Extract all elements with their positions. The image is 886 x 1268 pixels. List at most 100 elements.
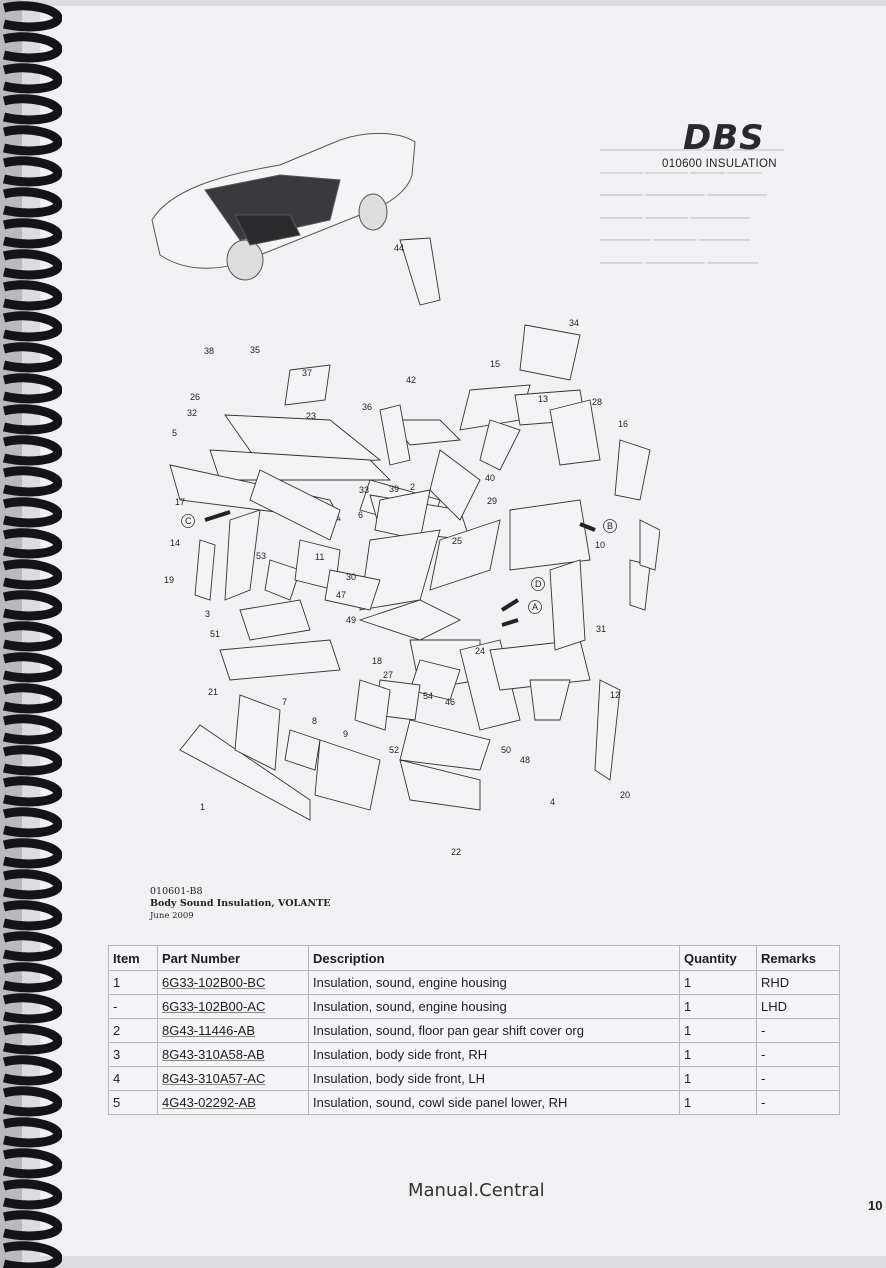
- callout-label: 4: [550, 797, 555, 807]
- quantity-cell: 1: [679, 1066, 757, 1091]
- binding-coil: [2, 869, 62, 900]
- insulation-part-outline: [379, 404, 411, 466]
- callout-label: 48: [520, 755, 530, 765]
- insulation-part-outline: [429, 449, 481, 521]
- remarks-cell: -: [756, 1018, 840, 1043]
- binding-coil: [2, 993, 62, 1024]
- insulation-part-outline: [324, 569, 381, 611]
- insulation-part-outline: [234, 694, 281, 771]
- binding-coil: [2, 1210, 62, 1241]
- binding-coil: [2, 32, 62, 63]
- insulation-part-outline: [209, 449, 392, 481]
- insulation-part-outline: [249, 469, 341, 541]
- description-cell: Insulation, sound, engine housing: [308, 994, 680, 1019]
- part-number-cell[interactable]: 8G43-11446-AB: [157, 1018, 309, 1043]
- description-cell: Insulation, sound, engine housing: [308, 970, 680, 995]
- callout-label: 53: [256, 551, 266, 561]
- callout-label: 18: [372, 656, 382, 666]
- callout-label: 11: [315, 552, 324, 562]
- col-part-number: Part Number: [157, 945, 309, 971]
- part-number-cell[interactable]: 4G43-02292-AB: [157, 1090, 309, 1115]
- callout-label: 21: [208, 687, 218, 697]
- remarks-cell: -: [756, 1042, 840, 1067]
- part-number-cell[interactable]: 8G43-310A57-AC: [157, 1066, 309, 1091]
- binding-coil: [2, 1024, 62, 1055]
- reverse-side-show-through: ▁▁▁▁▁▁▁▁▁▁▁▁ ▁▁▁ ▁▁▁▁▁▁▁▁▁▁▁ ▁▁▁▁▁ ▁▁▁▁ …: [600, 139, 784, 264]
- binding-coil: [2, 931, 62, 962]
- insulation-part-outline: [399, 759, 481, 811]
- insulation-part-outline: [529, 679, 571, 721]
- remarks-cell: RHD: [756, 970, 840, 995]
- callout-label: 13: [538, 394, 548, 404]
- callout-label: 34: [569, 318, 579, 328]
- callout-label: 9: [343, 729, 348, 739]
- binding-coil: [2, 962, 62, 993]
- callout-circle: [528, 600, 542, 614]
- remarks-cell: -: [756, 1090, 840, 1115]
- callout-label: 19: [164, 575, 174, 585]
- insulation-part-outline: [509, 499, 591, 571]
- table-header-row: Item Part Number Description Quantity Re…: [108, 945, 840, 971]
- binding-coil: [2, 1086, 62, 1117]
- callout-label: 35: [250, 345, 260, 355]
- item-cell: 1: [108, 970, 158, 995]
- insulation-part-outline: [179, 724, 311, 821]
- insulation-part-outline: [284, 364, 331, 406]
- figure-caption: 010601-B8 Body Sound Insulation, VOLANTE…: [150, 886, 331, 922]
- direction-arrow: [501, 618, 519, 627]
- quantity-cell: 1: [679, 994, 757, 1019]
- binding-coil: [2, 621, 62, 652]
- callout-label: 23: [306, 411, 316, 421]
- callout-circle: [603, 519, 617, 533]
- callout-label: 20: [620, 790, 630, 800]
- figure-date: June 2009: [150, 911, 194, 921]
- insulation-part-outline: [354, 679, 391, 731]
- binding-coil: [2, 187, 62, 218]
- callout-label: 33: [359, 485, 369, 495]
- figure-title: Body Sound Insulation, VOLANTE: [150, 898, 331, 909]
- insulation-part-outline: [194, 539, 216, 601]
- binding-coil: [2, 776, 62, 807]
- quantity-cell: 1: [679, 1090, 757, 1115]
- binding-coil: [2, 404, 62, 435]
- callout-label: 16: [618, 419, 628, 429]
- binding-coil: [2, 900, 62, 931]
- binding-coil: [2, 559, 62, 590]
- callout-label: 50: [501, 745, 511, 755]
- binding-coil: [2, 807, 62, 838]
- binding-coil: [2, 1148, 62, 1179]
- footer-watermark: Manual.Central: [408, 1180, 545, 1201]
- part-number-cell[interactable]: 6G33-102B00-AC: [157, 994, 309, 1019]
- callout-circle: [531, 577, 545, 591]
- callout-label: 26: [190, 392, 200, 402]
- insulation-part-outline: [284, 729, 321, 771]
- callout-label: 3: [205, 609, 210, 619]
- item-cell: 2: [108, 1018, 158, 1043]
- col-remarks: Remarks: [756, 945, 840, 971]
- part-number-cell[interactable]: 8G43-310A58-AB: [157, 1042, 309, 1067]
- insulation-part-outline: [594, 679, 621, 781]
- quantity-cell: 1: [679, 1018, 757, 1043]
- binding-coil: [2, 1179, 62, 1210]
- item-cell: 3: [108, 1042, 158, 1067]
- page-number: 10: [868, 1198, 883, 1213]
- section-title: 010600 INSULATION: [662, 158, 777, 170]
- parts-table: Item Part Number Description Quantity Re…: [108, 945, 840, 1115]
- description-cell: Insulation, sound, cowl side panel lower…: [308, 1090, 680, 1115]
- quantity-cell: 1: [679, 970, 757, 995]
- callout-label: 37: [302, 368, 312, 378]
- callout-label: 22: [451, 847, 461, 857]
- binding-coil: [2, 745, 62, 776]
- callout-label: 42: [406, 375, 416, 385]
- binding-coil: [2, 1117, 62, 1148]
- insulation-part-outline: [614, 439, 651, 501]
- col-item: Item: [108, 945, 158, 971]
- callout-label: 39: [389, 484, 399, 494]
- exploded-insulation-diagram: 1234567891011121314151617181920212223242…: [151, 132, 660, 857]
- insulation-part-outline: [314, 739, 381, 811]
- part-number-cell[interactable]: 6G33-102B00-BC: [157, 970, 309, 995]
- callout-label: 1: [200, 802, 205, 812]
